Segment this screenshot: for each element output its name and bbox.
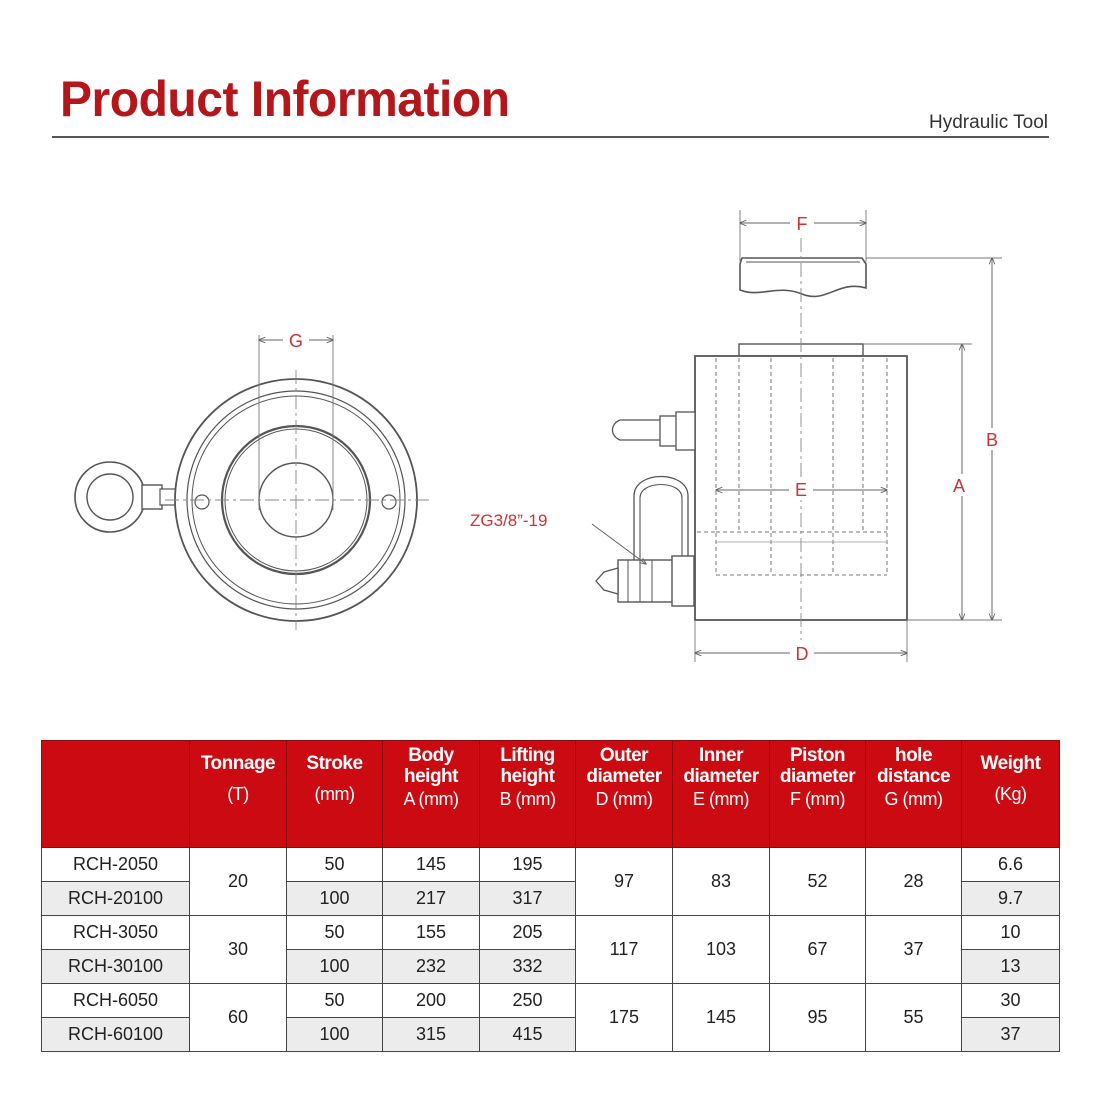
dimension-a-label: A [953,476,965,496]
weight-cell: 9.7 [961,881,1060,916]
piston-diameter-cell: 95 [769,983,866,1052]
stroke-cell: 100 [286,1017,383,1052]
vent-bolt [611,419,663,441]
dimension-d-label: D [796,644,809,664]
outer-diameter-cell: 175 [575,983,673,1052]
body-height-cell: 232 [382,949,480,984]
outer-diameter-cell: 117 [575,915,673,984]
cylinder-technical-drawing: G [74,210,1004,664]
lifting-height-cell: 332 [479,949,576,984]
body-height-cell: 145 [382,847,480,882]
hole-distance-cell: 55 [865,983,962,1052]
lifting-height-cell: 250 [479,983,576,1018]
weight-cell: 10 [961,915,1060,950]
body-height-cell: 315 [382,1017,480,1052]
coupler-body [617,559,675,603]
model-cell: RCH-20100 [41,881,190,916]
table-row: RCH-3050 30 50 155 205 117 103 67 37 10 [41,915,1060,984]
stroke-cell: 50 [286,847,383,882]
lifting-height-cell: 195 [479,847,576,882]
tonnage-cell: 60 [189,983,287,1052]
lifting-height-cell: 415 [479,1017,576,1052]
model-cell: RCH-30100 [41,949,190,984]
table-row: RCH-30100 100 232 332 13 [41,949,1060,984]
side-view-drawing [595,210,1002,662]
dimension-b-label: B [986,430,998,450]
body-height-cell: 155 [382,915,480,950]
stroke-cell: 100 [286,881,383,916]
page-subtitle: Hydraulic Tool [929,112,1048,133]
lifting-height-cell: 205 [479,915,576,950]
model-cell: RCH-60100 [41,1017,190,1052]
port-thread-label: ZG3/8”-19 [470,511,547,530]
table-row: RCH-6050 60 50 200 250 175 145 95 55 30 [41,983,1060,1052]
piston-cap [739,257,867,298]
tonnage-cell: 30 [189,915,287,984]
inner-diameter-cell: 103 [672,915,770,984]
port-leader-line [591,523,646,564]
table-row: RCH-60100 100 315 415 37 [41,1017,1060,1052]
tonnage-cell: 20 [189,847,287,916]
top-view-drawing [74,335,430,630]
dimension-g-label: G [289,331,303,351]
body-height-cell: 217 [382,881,480,916]
outer-diameter-cell: 97 [575,847,673,916]
table-row: RCH-20100 100 217 317 9.7 [41,881,1060,916]
weight-cell: 37 [961,1017,1060,1052]
header-weight: Weight(Kg) [961,740,1060,848]
stroke-cell: 100 [286,949,383,984]
dimension-f-label: F [797,214,808,234]
dimension-e-label: E [795,480,807,500]
piston-diameter-cell: 52 [769,847,866,916]
inner-diameter-cell: 145 [672,983,770,1052]
header-model [41,740,190,848]
stroke-cell: 50 [286,983,383,1018]
weight-cell: 13 [961,949,1060,984]
eye-bolt-hole [86,473,134,521]
hole-distance-cell: 28 [865,847,962,916]
weight-cell: 6.6 [961,847,1060,882]
header-stroke: Stroke(mm) [286,740,383,848]
model-cell: RCH-6050 [41,983,190,1018]
eye-bolt-nut [141,484,163,510]
lifting-height-cell: 317 [479,881,576,916]
title-divider [52,136,1049,138]
coupler-dust-cap [633,476,689,568]
inner-diameter-cell: 83 [672,847,770,916]
piston-diameter-cell: 67 [769,915,866,984]
side-hole-left [194,494,210,510]
eye-bolt-ring [74,461,146,533]
header-tonnage: Tonnage(T) [189,740,287,848]
hole-distance-cell: 37 [865,915,962,984]
model-cell: RCH-2050 [41,847,190,882]
stroke-cell: 50 [286,915,383,950]
model-cell: RCH-3050 [41,915,190,950]
table-row: RCH-2050 20 50 145 195 97 83 52 28 6.6 [41,847,1060,916]
side-hole-right [381,494,397,510]
body-height-cell: 200 [382,983,480,1018]
weight-cell: 30 [961,983,1060,1018]
page-title: Product Information [60,71,510,127]
